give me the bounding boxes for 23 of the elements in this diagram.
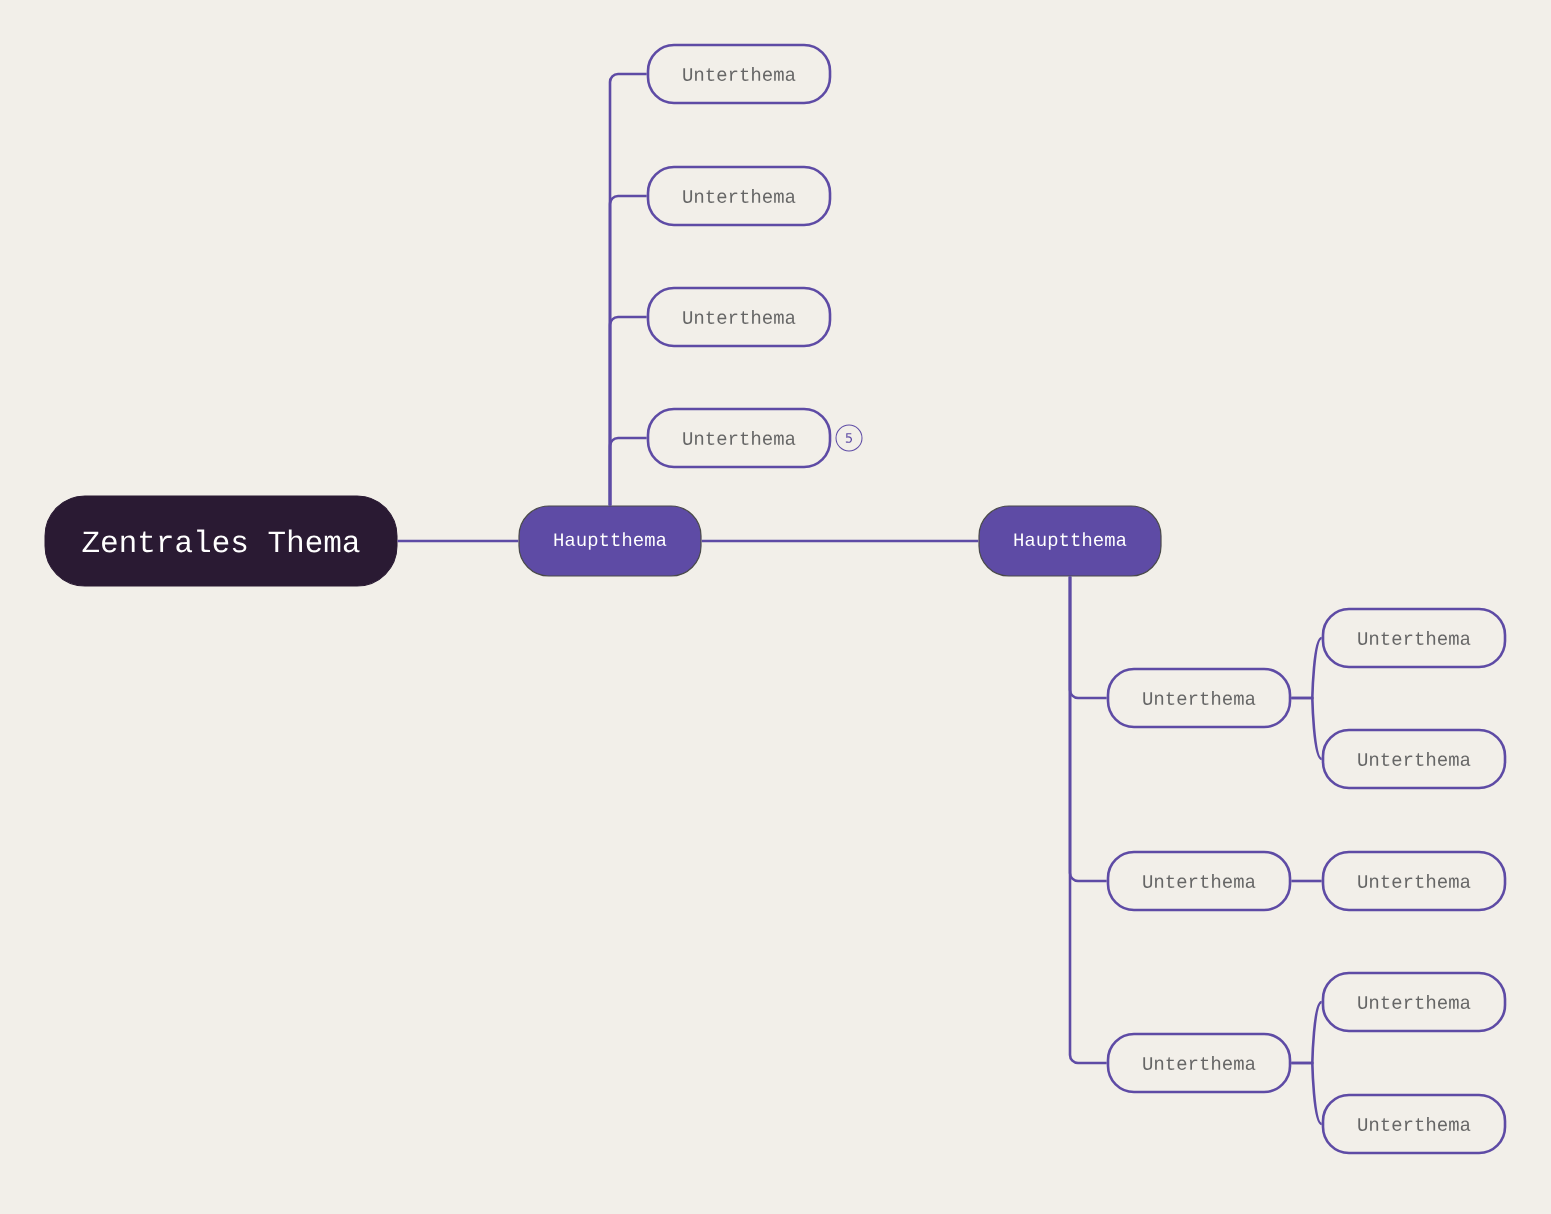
subtopic-box: Unterthema <box>646 43 832 105</box>
subtopic-box: Unterthema <box>1321 607 1507 669</box>
subtopic-box: Unterthema <box>1106 667 1292 729</box>
subtopic-box: Unterthema <box>1106 850 1292 912</box>
main-topic-box: Hauptthema <box>518 505 702 577</box>
subtopic-box: Unterthema <box>646 286 832 348</box>
subtopic-box: Unterthema <box>1321 850 1507 912</box>
connector-line <box>1291 1061 1323 1125</box>
subtopic-box: Unterthema <box>1106 1032 1292 1094</box>
subtopic-box: Unterthema <box>646 165 832 227</box>
subtopic-box: Unterthema <box>1321 728 1507 790</box>
main-topic-box: Hauptthema <box>978 505 1162 577</box>
subtopic-box: Unterthema <box>646 407 832 469</box>
connector-line <box>1291 879 1322 883</box>
subtopic-box: Unterthema <box>1321 1093 1507 1155</box>
central-topic-box: Zentrales Thema <box>44 495 398 587</box>
connector-line <box>1291 696 1323 760</box>
connector-line <box>1068 576 1107 1065</box>
connector-line <box>701 539 979 543</box>
connector-line <box>608 436 647 506</box>
connector-line <box>397 539 519 543</box>
count-badge: 5 <box>835 424 863 452</box>
subtopic-box: Unterthema <box>1321 971 1507 1033</box>
